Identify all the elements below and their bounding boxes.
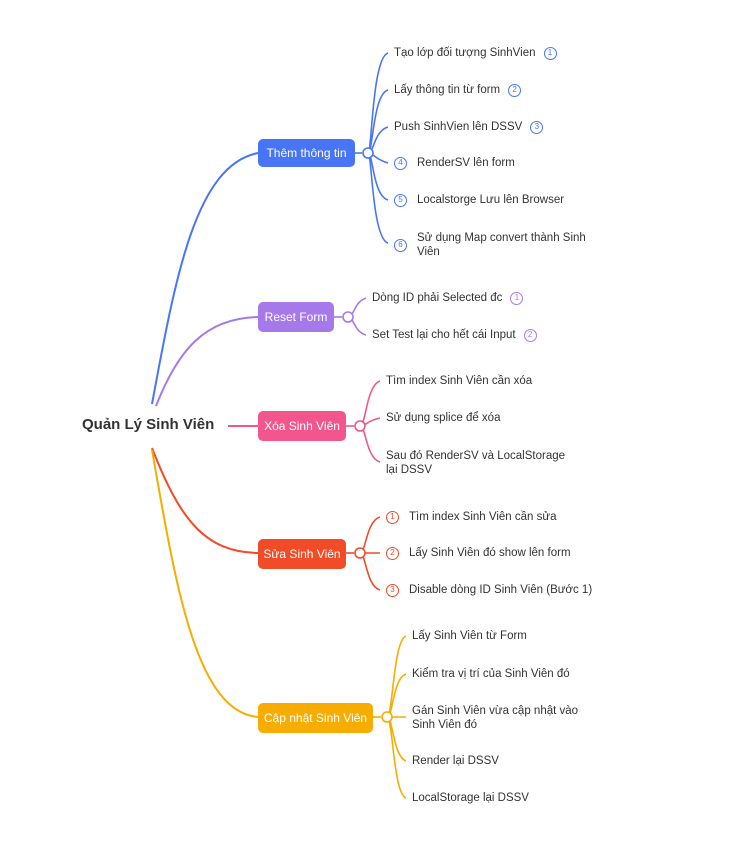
branch-sua-sinh-vien[interactable]: Sửa Sinh Viên [258, 539, 346, 569]
number-badge-icon: 5 [394, 193, 407, 207]
leaf-text: Lấy Sinh Viên từ Form [412, 629, 527, 642]
leaf-text: Tạo lớp đối tượng SinhVien [394, 46, 536, 59]
leaf-text: Gán Sinh Viên vừa cập nhật vào Sinh Viên… [412, 704, 579, 731]
leaf-them-2[interactable]: Lấy thông tin từ form 2 [394, 82, 522, 98]
connector-root-them [151, 152, 259, 405]
leaf-them-3[interactable]: Push SinhVien lên DSSV 3 [394, 119, 544, 135]
number-badge-icon: 4 [394, 156, 407, 170]
node-reset-junction [342, 311, 354, 323]
leaf-sua-1[interactable]: 1 Tìm index Sinh Viên cần sửa [386, 509, 556, 525]
leaf-text: RenderSV lên form [417, 156, 515, 169]
leaf-text: Push SinhVien lên DSSV [394, 120, 523, 133]
leaf-sua-2[interactable]: 2 Lấy Sinh Viên đó show lên form [386, 545, 571, 561]
leaf-capnhat-2[interactable]: Kiểm tra vị trí của Sinh Viên đó [412, 666, 570, 682]
number-badge-icon: 3 [530, 120, 544, 134]
root-topic[interactable]: Quản Lý Sinh Viên [82, 416, 215, 433]
leaf-them-4[interactable]: 4 RenderSV lên form [394, 155, 515, 171]
branch-them-thong-tin[interactable]: Thêm thông tin [258, 139, 355, 167]
node-them-junction [362, 147, 374, 159]
node-xoa-junction [354, 420, 366, 432]
number-badge-icon: 6 [394, 238, 407, 252]
branch-cap-nhat-sinh-vien[interactable]: Cập nhật Sinh Viên [258, 703, 373, 733]
leaf-capnhat-5[interactable]: LocalStorage lại DSSV [412, 790, 529, 806]
leaf-text: Disable dòng ID Sinh Viên (Bước 1) [409, 583, 593, 596]
number-badge-icon: 1 [386, 510, 399, 524]
node-sua-junction [354, 547, 366, 559]
number-badge-icon: 2 [386, 546, 399, 560]
leaf-text: Tìm index Sinh Viên cần xóa [386, 374, 533, 387]
number-badge-icon: 3 [386, 583, 399, 597]
leaf-capnhat-3[interactable]: Gán Sinh Viên vừa cập nhật vào Sinh Viên… [412, 703, 597, 733]
leaf-text: Lấy Sinh Viên đó show lên form [409, 546, 571, 559]
leaf-text: Localstorge Lưu lên Browser [417, 193, 565, 206]
leaf-them-5[interactable]: 5 Localstorge Lưu lên Browser [394, 192, 564, 208]
number-badge-icon: 2 [508, 83, 522, 97]
leaf-text: Sử dụng Map convert thành Sinh Viên [417, 231, 586, 258]
leaf-reset-1[interactable]: Dòng ID phải Selected đc 1 [372, 290, 524, 306]
connector-root-capnhat [151, 449, 259, 718]
leaf-text: Kiểm tra vị trí của Sinh Viên đó [412, 667, 570, 680]
leaf-xoa-2[interactable]: Sử dụng splice để xóa [386, 410, 500, 426]
leaf-text: Tìm index Sinh Viên cần sửa [409, 510, 557, 523]
leaf-text: Dòng ID phải Selected đc [372, 291, 503, 304]
leaf-xoa-1[interactable]: Tìm index Sinh Viên cần xóa [386, 373, 532, 389]
leaf-capnhat-1[interactable]: Lấy Sinh Viên từ Form [412, 628, 527, 644]
leaf-text: Sau đó RenderSV và LocalStorage lại DSSV [386, 449, 566, 476]
leaf-xoa-3[interactable]: Sau đó RenderSV và LocalStorage lại DSSV [386, 448, 576, 478]
leaf-text: LocalStorage lại DSSV [412, 791, 529, 804]
leaf-them-1[interactable]: Tạo lớp đối tượng SinhVien 1 [394, 45, 557, 61]
leaf-text: Lấy thông tin từ form [394, 83, 501, 96]
connector-root-sua [151, 447, 259, 554]
leaf-them-6[interactable]: 6 Sử dụng Map convert thành Sinh Viên [394, 230, 604, 260]
connector-root-reset [155, 316, 259, 407]
leaf-capnhat-4[interactable]: Render lại DSSV [412, 753, 499, 769]
connectors-them [355, 52, 389, 244]
node-capnhat-junction [381, 711, 393, 723]
leaf-reset-2[interactable]: Set Test lại cho hết cái Input 2 [372, 327, 537, 343]
number-badge-icon: 1 [510, 291, 524, 305]
leaf-text: Set Test lại cho hết cái Input [372, 328, 516, 341]
branch-xoa-sinh-vien[interactable]: Xóa Sinh Viên [258, 411, 346, 441]
leaf-text: Render lại DSSV [412, 754, 499, 767]
branch-reset-form[interactable]: Reset Form [258, 302, 334, 332]
number-badge-icon: 2 [523, 328, 537, 342]
number-badge-icon: 1 [543, 46, 557, 60]
leaf-sua-3[interactable]: 3 Disable dòng ID Sinh Viên (Bước 1) [386, 582, 592, 598]
leaf-text: Sử dụng splice để xóa [386, 411, 501, 424]
